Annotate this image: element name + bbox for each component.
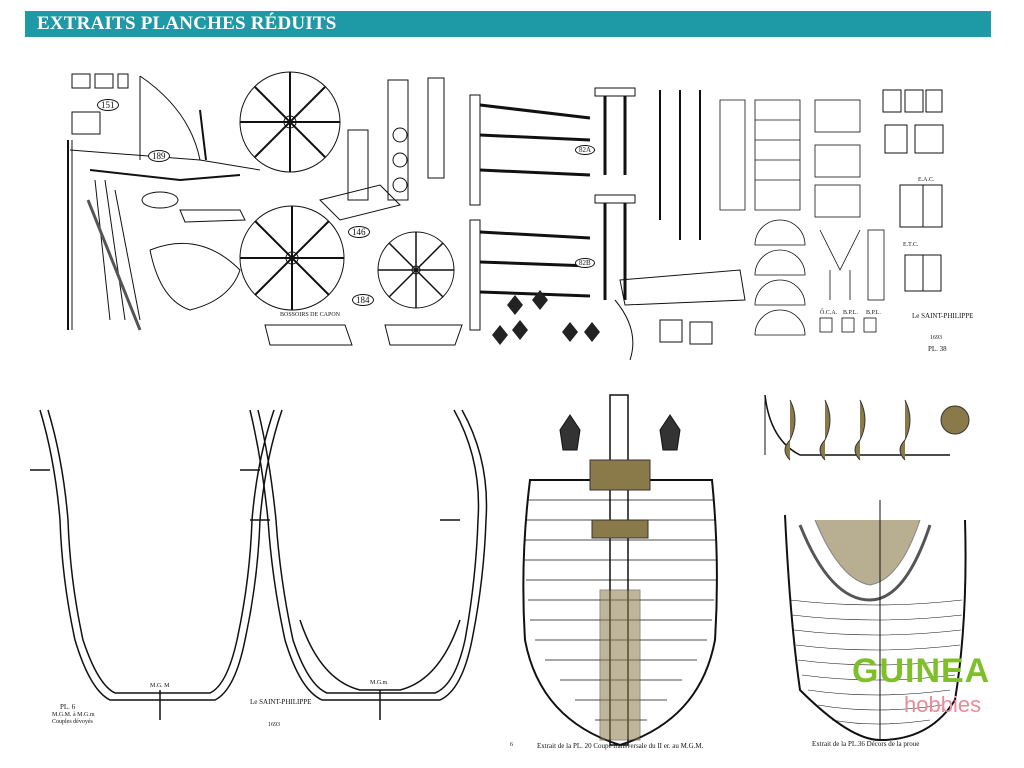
plate-frames bbox=[30, 409, 488, 720]
caption-pl20: Extrait de la PL. 20 Coupe transversale … bbox=[537, 742, 704, 750]
ship-year-top: 1693 bbox=[930, 335, 942, 341]
plate-number-189: 189 bbox=[148, 150, 170, 162]
frame-label-mgm-small: M.G.m bbox=[370, 680, 388, 686]
pl6-subtitle-1: M.G.M. à M.G.m bbox=[52, 712, 95, 718]
ship-name-top: Le SAINT-PHILIPPE bbox=[912, 312, 974, 320]
bossoirs-label: BOSSOIRS DE CAPON bbox=[280, 312, 341, 318]
caption-pl36: Extrait de la PL.36 Décors de la proue bbox=[812, 740, 920, 748]
watermark-sub: hobbies bbox=[904, 692, 982, 717]
watermark-word: GUINEA bbox=[852, 652, 991, 690]
plate-stairs bbox=[594, 87, 885, 361]
plate-capstans bbox=[239, 71, 463, 346]
plate-anchor-parts bbox=[67, 73, 261, 331]
plate-number-146: 146 bbox=[348, 226, 370, 238]
plate-brackets bbox=[469, 94, 600, 345]
page-number: 6 bbox=[510, 742, 513, 748]
plate-number-184: 184 bbox=[352, 294, 374, 306]
ship-year-bottom: 1693 bbox=[268, 722, 280, 728]
plate-number-151: 151 bbox=[97, 99, 119, 111]
plate-number-82a: 82A bbox=[575, 145, 596, 155]
plate-pl38: PL. 38 bbox=[928, 345, 947, 353]
mini-label-5: E.A.C. bbox=[918, 177, 935, 183]
plate-pl6: PL. 6 bbox=[60, 703, 76, 711]
plate-bow-decor bbox=[764, 394, 970, 742]
plate-windows bbox=[882, 89, 944, 292]
mini-label-3: B.P.L. bbox=[866, 310, 881, 316]
mini-label-1: Ô.C.A. bbox=[820, 310, 838, 316]
section-header: EXTRAITS PLANCHES RÉDUITS bbox=[25, 11, 991, 37]
mini-label-2: B.P.L. bbox=[843, 310, 858, 316]
pl6-subtitle-2: Couples dévoyés bbox=[52, 719, 93, 725]
mini-label-4: E.T.C. bbox=[903, 242, 919, 248]
section-title: EXTRAITS PLANCHES RÉDUITS bbox=[37, 13, 337, 34]
plate-number-82b: 82B bbox=[575, 258, 595, 268]
guinea-hobbies-watermark: GUINEA hobbies bbox=[844, 640, 994, 750]
frame-label-mgm: M.G. M bbox=[150, 683, 170, 689]
plate-cross-section bbox=[522, 394, 718, 747]
ship-name-bottom: Le SAINT-PHILIPPE bbox=[250, 698, 312, 706]
